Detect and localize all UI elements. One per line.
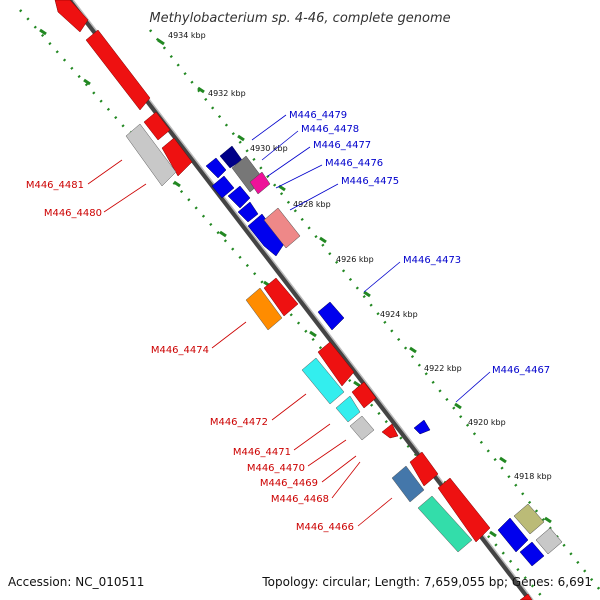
kbp-label: 4926 kbp xyxy=(336,255,374,264)
gene-arrow xyxy=(391,465,425,503)
gene-label-M446_4479[interactable]: M446_4479 xyxy=(289,110,347,121)
gene-arrow xyxy=(535,527,563,555)
outer-tick-track xyxy=(149,29,600,591)
gene-arrow xyxy=(497,517,529,553)
gene-arrow xyxy=(349,415,375,441)
kbp-label: 4920 kbp xyxy=(468,418,506,427)
topology-text: Topology: circular; Length: 7,659,055 bp… xyxy=(261,575,592,589)
gene-arrow xyxy=(125,123,177,187)
gene-arrow xyxy=(247,213,285,257)
gene-label-M446_4475[interactable]: M446_4475 xyxy=(341,176,399,187)
gene-arrow xyxy=(513,503,545,535)
gene-arrow xyxy=(245,287,283,331)
forward-strand-genes-outer xyxy=(231,155,563,555)
gene-label-M446_4476[interactable]: M446_4476 xyxy=(325,158,383,169)
kbp-label: 4930 kbp xyxy=(250,144,288,153)
accession-text: Accession: NC_010511 xyxy=(8,575,144,589)
gene-label-M446_4472[interactable]: M446_4472 xyxy=(210,417,268,428)
gene-label-M446_4470[interactable]: M446_4470 xyxy=(247,463,305,474)
gene-label-M446_4480[interactable]: M446_4480 xyxy=(44,208,102,219)
gene-arrow xyxy=(249,171,271,195)
gene-arrow xyxy=(351,381,377,409)
gene-label-M446_4478[interactable]: M446_4478 xyxy=(301,124,359,135)
kbp-label: 4934 kbp xyxy=(168,31,206,40)
gene-arrow xyxy=(161,137,193,177)
gene-arrow xyxy=(409,451,439,487)
gene-arrow xyxy=(417,495,473,553)
gene-label-M446_4468[interactable]: M446_4468 xyxy=(271,494,329,505)
map-title: Methylobacterium sp. 4-46, complete geno… xyxy=(149,11,450,26)
gene-arrow xyxy=(437,477,491,543)
kbp-label: 4928 kbp xyxy=(293,200,331,209)
gene-label-M446_4469[interactable]: M446_4469 xyxy=(260,478,318,489)
gene-label-M446_4466[interactable]: M446_4466 xyxy=(296,522,354,533)
reverse-strand-genes xyxy=(54,0,533,600)
kbp-label: 4922 kbp xyxy=(424,364,462,373)
gene-label-M446_4471[interactable]: M446_4471 xyxy=(233,447,291,458)
gene-arrow xyxy=(335,395,361,423)
gene-arrow xyxy=(143,111,171,141)
gene-arrow xyxy=(85,29,151,111)
gene-label-M446_4477[interactable]: M446_4477 xyxy=(313,140,371,151)
gene-arrow xyxy=(263,277,299,317)
gene-arrow xyxy=(317,301,345,331)
gene-label-M446_4481[interactable]: M446_4481 xyxy=(26,180,84,191)
gene-arrow xyxy=(263,207,301,249)
gene-arrow xyxy=(211,175,235,199)
kbp-label: 4924 kbp xyxy=(380,310,418,319)
outer-major-ticks xyxy=(157,38,552,524)
reverse-strand-genes-outer xyxy=(125,123,473,553)
gene-arrow xyxy=(237,201,259,223)
gene-arrow xyxy=(54,0,89,33)
forward-label-callouts xyxy=(251,114,491,403)
forward-strand-genes xyxy=(205,145,545,567)
reverse-label-callouts xyxy=(87,159,393,527)
gene-arrow xyxy=(413,419,431,435)
gene-arrow xyxy=(301,357,345,405)
gene-label-M446_4474[interactable]: M446_4474 xyxy=(151,345,209,356)
gene-arrow xyxy=(519,541,545,567)
gene-arrow xyxy=(519,593,533,600)
kbp-label: 4918 kbp xyxy=(514,472,552,481)
gene-arrow xyxy=(205,157,227,179)
gene-arrow xyxy=(227,185,251,209)
gene-arrow xyxy=(381,423,399,439)
gene-arrow xyxy=(317,341,355,387)
kbp-label: 4932 kbp xyxy=(208,89,246,98)
gene-label-M446_4467[interactable]: M446_4467 xyxy=(492,365,550,376)
gene-label-M446_4473[interactable]: M446_4473 xyxy=(403,255,461,266)
